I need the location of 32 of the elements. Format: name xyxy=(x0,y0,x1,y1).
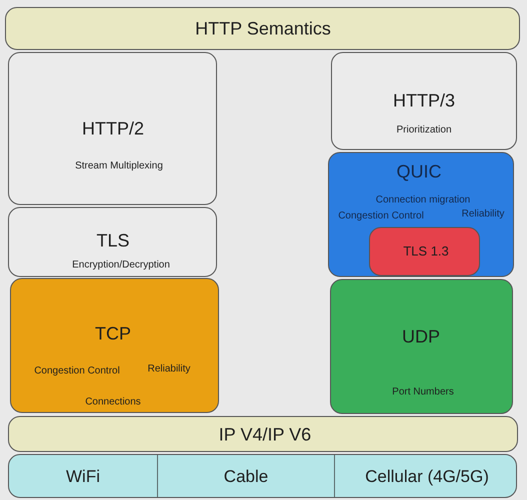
layer-bar xyxy=(8,416,518,452)
network-medium-label: Cable xyxy=(224,467,268,487)
feature-label: Congestion Control xyxy=(34,365,120,377)
layer-title: QUIC xyxy=(396,162,442,182)
network-medium-label: WiFi xyxy=(66,467,100,487)
feature-label: Stream Multiplexing xyxy=(75,160,163,172)
layer-title: TLS 1.3 xyxy=(403,244,449,260)
feature-label: Encryption/Decryption xyxy=(72,259,170,271)
band-background xyxy=(8,454,517,498)
layer-title: UDP xyxy=(402,326,440,348)
feature-label: Reliability xyxy=(462,208,504,220)
feature-label: Reliability xyxy=(148,363,190,375)
protocol-box xyxy=(8,207,217,277)
protocol-box xyxy=(8,52,217,205)
feature-label: Congestion Control xyxy=(338,210,424,222)
feature-label: Connections xyxy=(85,396,141,408)
protocol-box xyxy=(330,279,513,414)
layer-title: TLS xyxy=(96,230,130,252)
feature-label: Prioritization xyxy=(396,124,452,136)
network-medium-label: Cellular (4G/5G) xyxy=(365,467,489,487)
feature-label: Connection migration xyxy=(376,194,470,206)
layer-title: HTTP/2 xyxy=(82,118,144,140)
layer-title: HTTP/3 xyxy=(393,90,455,112)
layer-title: TCP xyxy=(95,324,131,344)
protocol-box xyxy=(10,278,219,413)
protocol-box xyxy=(331,52,517,150)
layer-bar xyxy=(5,7,520,50)
protocol-box xyxy=(328,152,514,277)
layer-title: IP V4/IP V6 xyxy=(218,424,312,446)
protocol-box xyxy=(369,227,480,276)
feature-label: Port Numbers xyxy=(392,386,454,398)
layer-title: HTTP Semantics xyxy=(195,18,331,40)
